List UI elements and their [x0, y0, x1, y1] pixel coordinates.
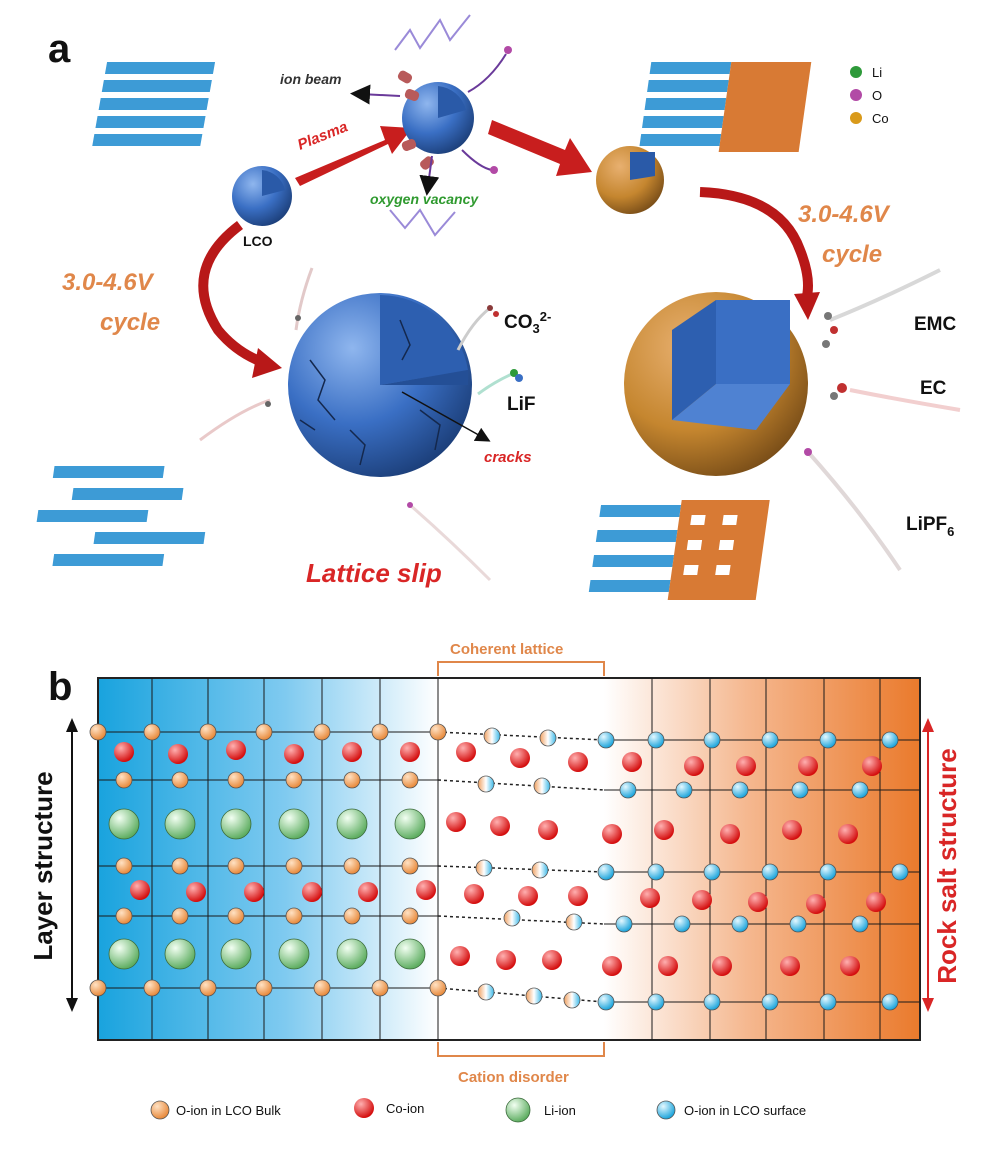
structure-transition-grid [97, 677, 921, 1041]
lipf6-molecule [804, 448, 902, 572]
co-legend-swatch [850, 112, 862, 124]
rock-salt-arrow [922, 718, 934, 1012]
emc-label: EMC [914, 314, 957, 335]
right-cycle-arrow [699, 187, 820, 320]
co3-label: CO32- [504, 309, 551, 336]
plasma-treated-sphere [350, 14, 512, 237]
co-ion-legend-label: Co-ion [386, 1101, 424, 1116]
left-cycle-voltage: 3.0-4.6V [62, 269, 155, 296]
oxygen-vacancy-label: oxygen vacancy [370, 191, 479, 207]
lif-label: LiF [507, 394, 536, 415]
plasma-label: Plasma [295, 118, 350, 153]
layer-structure-label: Layer structure [28, 771, 58, 960]
coated-lattice-top-right [639, 62, 812, 152]
slipped-lattice-bottom-left [36, 466, 206, 566]
ion-beam-label: ion beam [280, 71, 341, 87]
coherent-lattice-bracket [437, 661, 605, 676]
right-cycle-voltage: 3.0-4.6V [798, 201, 891, 228]
li-ion-legend-label: Li-ion [544, 1103, 576, 1118]
o-legend-label: O [872, 88, 882, 103]
lattice-slip-label: Lattice slip [306, 558, 442, 588]
o-surface-legend-label: O-ion in LCO surface [684, 1103, 806, 1118]
lco-sphere-small [232, 166, 292, 226]
li-ions [108, 808, 426, 970]
rocksalt-region [604, 678, 920, 1040]
o-ions-bulk [89, 723, 447, 997]
element-legend: Li O Co [850, 65, 889, 126]
li-legend-swatch [850, 66, 862, 78]
o-ions-surface [597, 731, 909, 1011]
ec-molecule [830, 383, 961, 412]
ec-label: EC [920, 378, 947, 399]
coated-lco-sphere [624, 292, 808, 476]
left-cycle-arrow [198, 221, 282, 378]
rock-salt-structure-label: Rock salt structure [932, 748, 962, 984]
cracked-lco-sphere [288, 293, 491, 477]
transition-o-ions [475, 727, 583, 1009]
co-ion-legend-swatch [354, 1098, 374, 1118]
layer-structure-arrow [66, 718, 78, 1012]
co-ions [114, 740, 886, 976]
left-cycle-word: cycle [100, 309, 160, 336]
lif-molecule [477, 369, 523, 396]
li-legend-label: Li [872, 65, 882, 80]
coated-lattice-bottom-right [588, 500, 770, 600]
cation-disorder-label: Cation disorder [458, 1069, 569, 1086]
o-bulk-legend-label: O-ion in LCO Bulk [176, 1103, 281, 1118]
coherent-lattice-label: Coherent lattice [450, 641, 563, 658]
lipf6-label: LiPF6 [906, 514, 954, 539]
panel-b-letter: b [48, 665, 72, 709]
o-legend-swatch [850, 89, 862, 101]
lco-label: LCO [243, 233, 273, 249]
right-cycle-word: cycle [822, 241, 882, 268]
o-bulk-legend-swatch [150, 1100, 170, 1120]
cation-disorder-bracket [437, 1042, 605, 1057]
co3-molecule [456, 305, 499, 351]
disorder-region [438, 678, 604, 1040]
co-legend-label: Co [872, 111, 889, 126]
coated-sphere-small [596, 146, 664, 214]
panel-a-letter: a [48, 27, 71, 71]
layered-lattice-top-left [92, 62, 216, 146]
o-surface-legend-swatch [656, 1100, 676, 1120]
electrolyte-streaks-left [199, 267, 492, 582]
emc-molecule [822, 268, 941, 348]
plasma-arrow [295, 126, 412, 186]
ion-legend: O-ion in LCO Bulk Co-ion Li-ion O-ion in… [150, 1097, 806, 1123]
li-ion-legend-swatch [505, 1097, 531, 1123]
coating-arrow [488, 120, 592, 176]
cracks-label: cracks [484, 449, 532, 466]
